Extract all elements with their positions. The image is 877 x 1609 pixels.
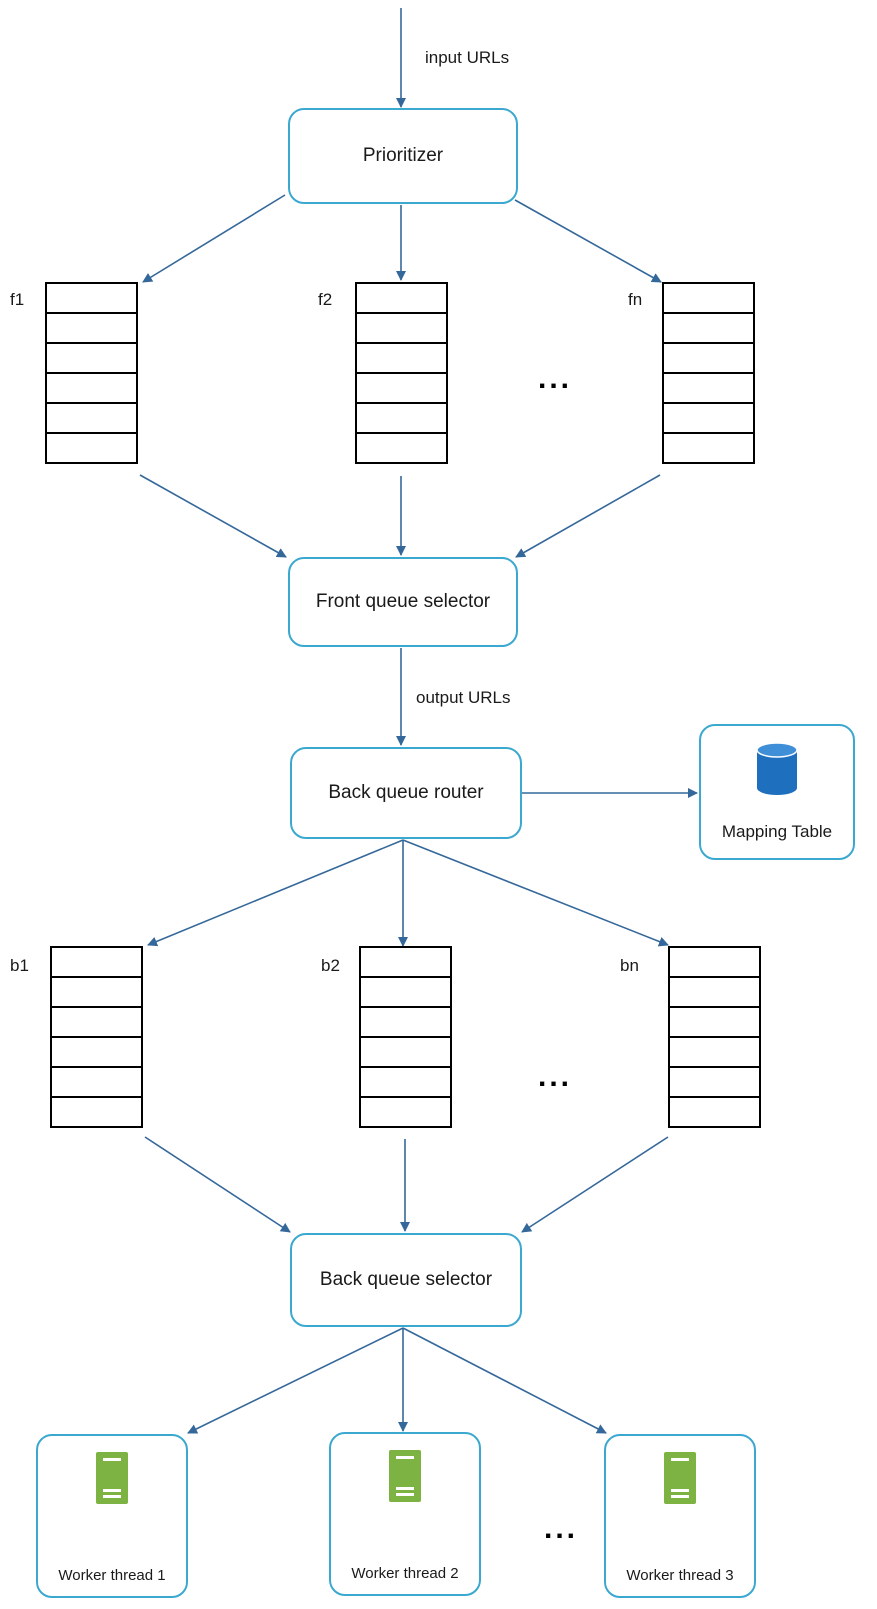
back-queue-bn-label: bn (620, 956, 639, 975)
queue-slot (662, 312, 755, 344)
front-queue-f2 (355, 282, 448, 464)
worker-thread-2-label: Worker thread 2 (351, 1565, 459, 1582)
queue-slot (359, 1006, 452, 1038)
queue-slot (359, 1036, 452, 1068)
arrow-back-selector-worker-1 (187, 1327, 404, 1434)
queue-slot (668, 1006, 761, 1038)
front-queue-fn-label: fn (628, 290, 643, 309)
server-icon (389, 1450, 421, 1502)
database-icon (756, 742, 798, 795)
queue-slot (355, 402, 448, 434)
queue-slot (359, 976, 452, 1008)
back-queues-ellipsis: ... (538, 1060, 573, 1093)
mapping-table-box[interactable]: Mapping Table (699, 724, 855, 860)
worker-thread-1-box[interactable]: Worker thread 1 (36, 1434, 188, 1598)
queue-slot (662, 282, 755, 314)
arrow-b1-back-selector (144, 1136, 291, 1233)
back-queue-b2-label: b2 (321, 956, 340, 975)
front-queue-selector-box[interactable]: Front queue selector (288, 557, 518, 647)
queue-slot (668, 976, 761, 1008)
queue-slot (355, 342, 448, 374)
arrow-router-bn (402, 839, 669, 947)
back-queue-b1 (50, 946, 143, 1128)
input-urls-label: input URLs (425, 48, 510, 67)
queue-slot (359, 1096, 452, 1128)
front-queue-f1-label: f1 (10, 290, 25, 309)
worker-thread-3-box[interactable]: Worker thread 3 (604, 1434, 756, 1598)
queue-slot (662, 372, 755, 404)
queue-slot (355, 432, 448, 464)
queue-slot (50, 1036, 143, 1068)
queue-slot (50, 1096, 143, 1128)
arrow-router-b1 (147, 839, 404, 947)
queue-slot (50, 1066, 143, 1098)
queue-slot (668, 1066, 761, 1098)
queue-slot (668, 1036, 761, 1068)
worker-thread-2-box[interactable]: Worker thread 2 (329, 1432, 481, 1596)
workers-ellipsis: ... (544, 1512, 579, 1545)
queue-slot (359, 1066, 452, 1098)
back-queue-b2 (359, 946, 452, 1128)
queue-slot (50, 976, 143, 1008)
arrow-prioritizer-fn (514, 199, 662, 283)
front-queue-f2-label: f2 (318, 290, 333, 309)
arrow-bn-back-selector (521, 1136, 669, 1233)
queue-slot (668, 946, 761, 978)
arrow-back-selector-worker-3 (402, 1327, 607, 1434)
queue-slot (45, 282, 138, 314)
queue-slot (355, 282, 448, 314)
queue-slot (662, 432, 755, 464)
queue-slot (50, 946, 143, 978)
queue-slot (355, 372, 448, 404)
queue-slot (355, 312, 448, 344)
front-queue-fn (662, 282, 755, 464)
prioritizer-box[interactable]: Prioritizer (288, 108, 518, 204)
queue-slot (45, 312, 138, 344)
arrow-fn-front-selector (515, 474, 661, 558)
queue-slot (50, 1006, 143, 1038)
arrow-f1-front-selector (139, 474, 287, 558)
queue-slot (662, 402, 755, 434)
server-icon (96, 1452, 128, 1504)
back-queue-bn (668, 946, 761, 1128)
front-queue-f1 (45, 282, 138, 464)
front-queues-ellipsis: ... (538, 362, 573, 395)
queue-slot (45, 432, 138, 464)
worker-thread-1-label: Worker thread 1 (58, 1567, 166, 1584)
back-queue-b1-label: b1 (10, 956, 29, 975)
queue-slot (45, 372, 138, 404)
queue-slot (662, 342, 755, 374)
server-icon (664, 1452, 696, 1504)
queue-slot (359, 946, 452, 978)
worker-thread-3-label: Worker thread 3 (626, 1567, 734, 1584)
queue-slot (45, 342, 138, 374)
queue-slot (668, 1096, 761, 1128)
queue-slot (45, 402, 138, 434)
back-queue-selector-box[interactable]: Back queue selector (290, 1233, 522, 1327)
back-queue-router-box[interactable]: Back queue router (290, 747, 522, 839)
arrow-prioritizer-f1 (142, 194, 286, 283)
output-urls-label: output URLs (416, 688, 511, 707)
mapping-table-label: Mapping Table (721, 822, 833, 841)
